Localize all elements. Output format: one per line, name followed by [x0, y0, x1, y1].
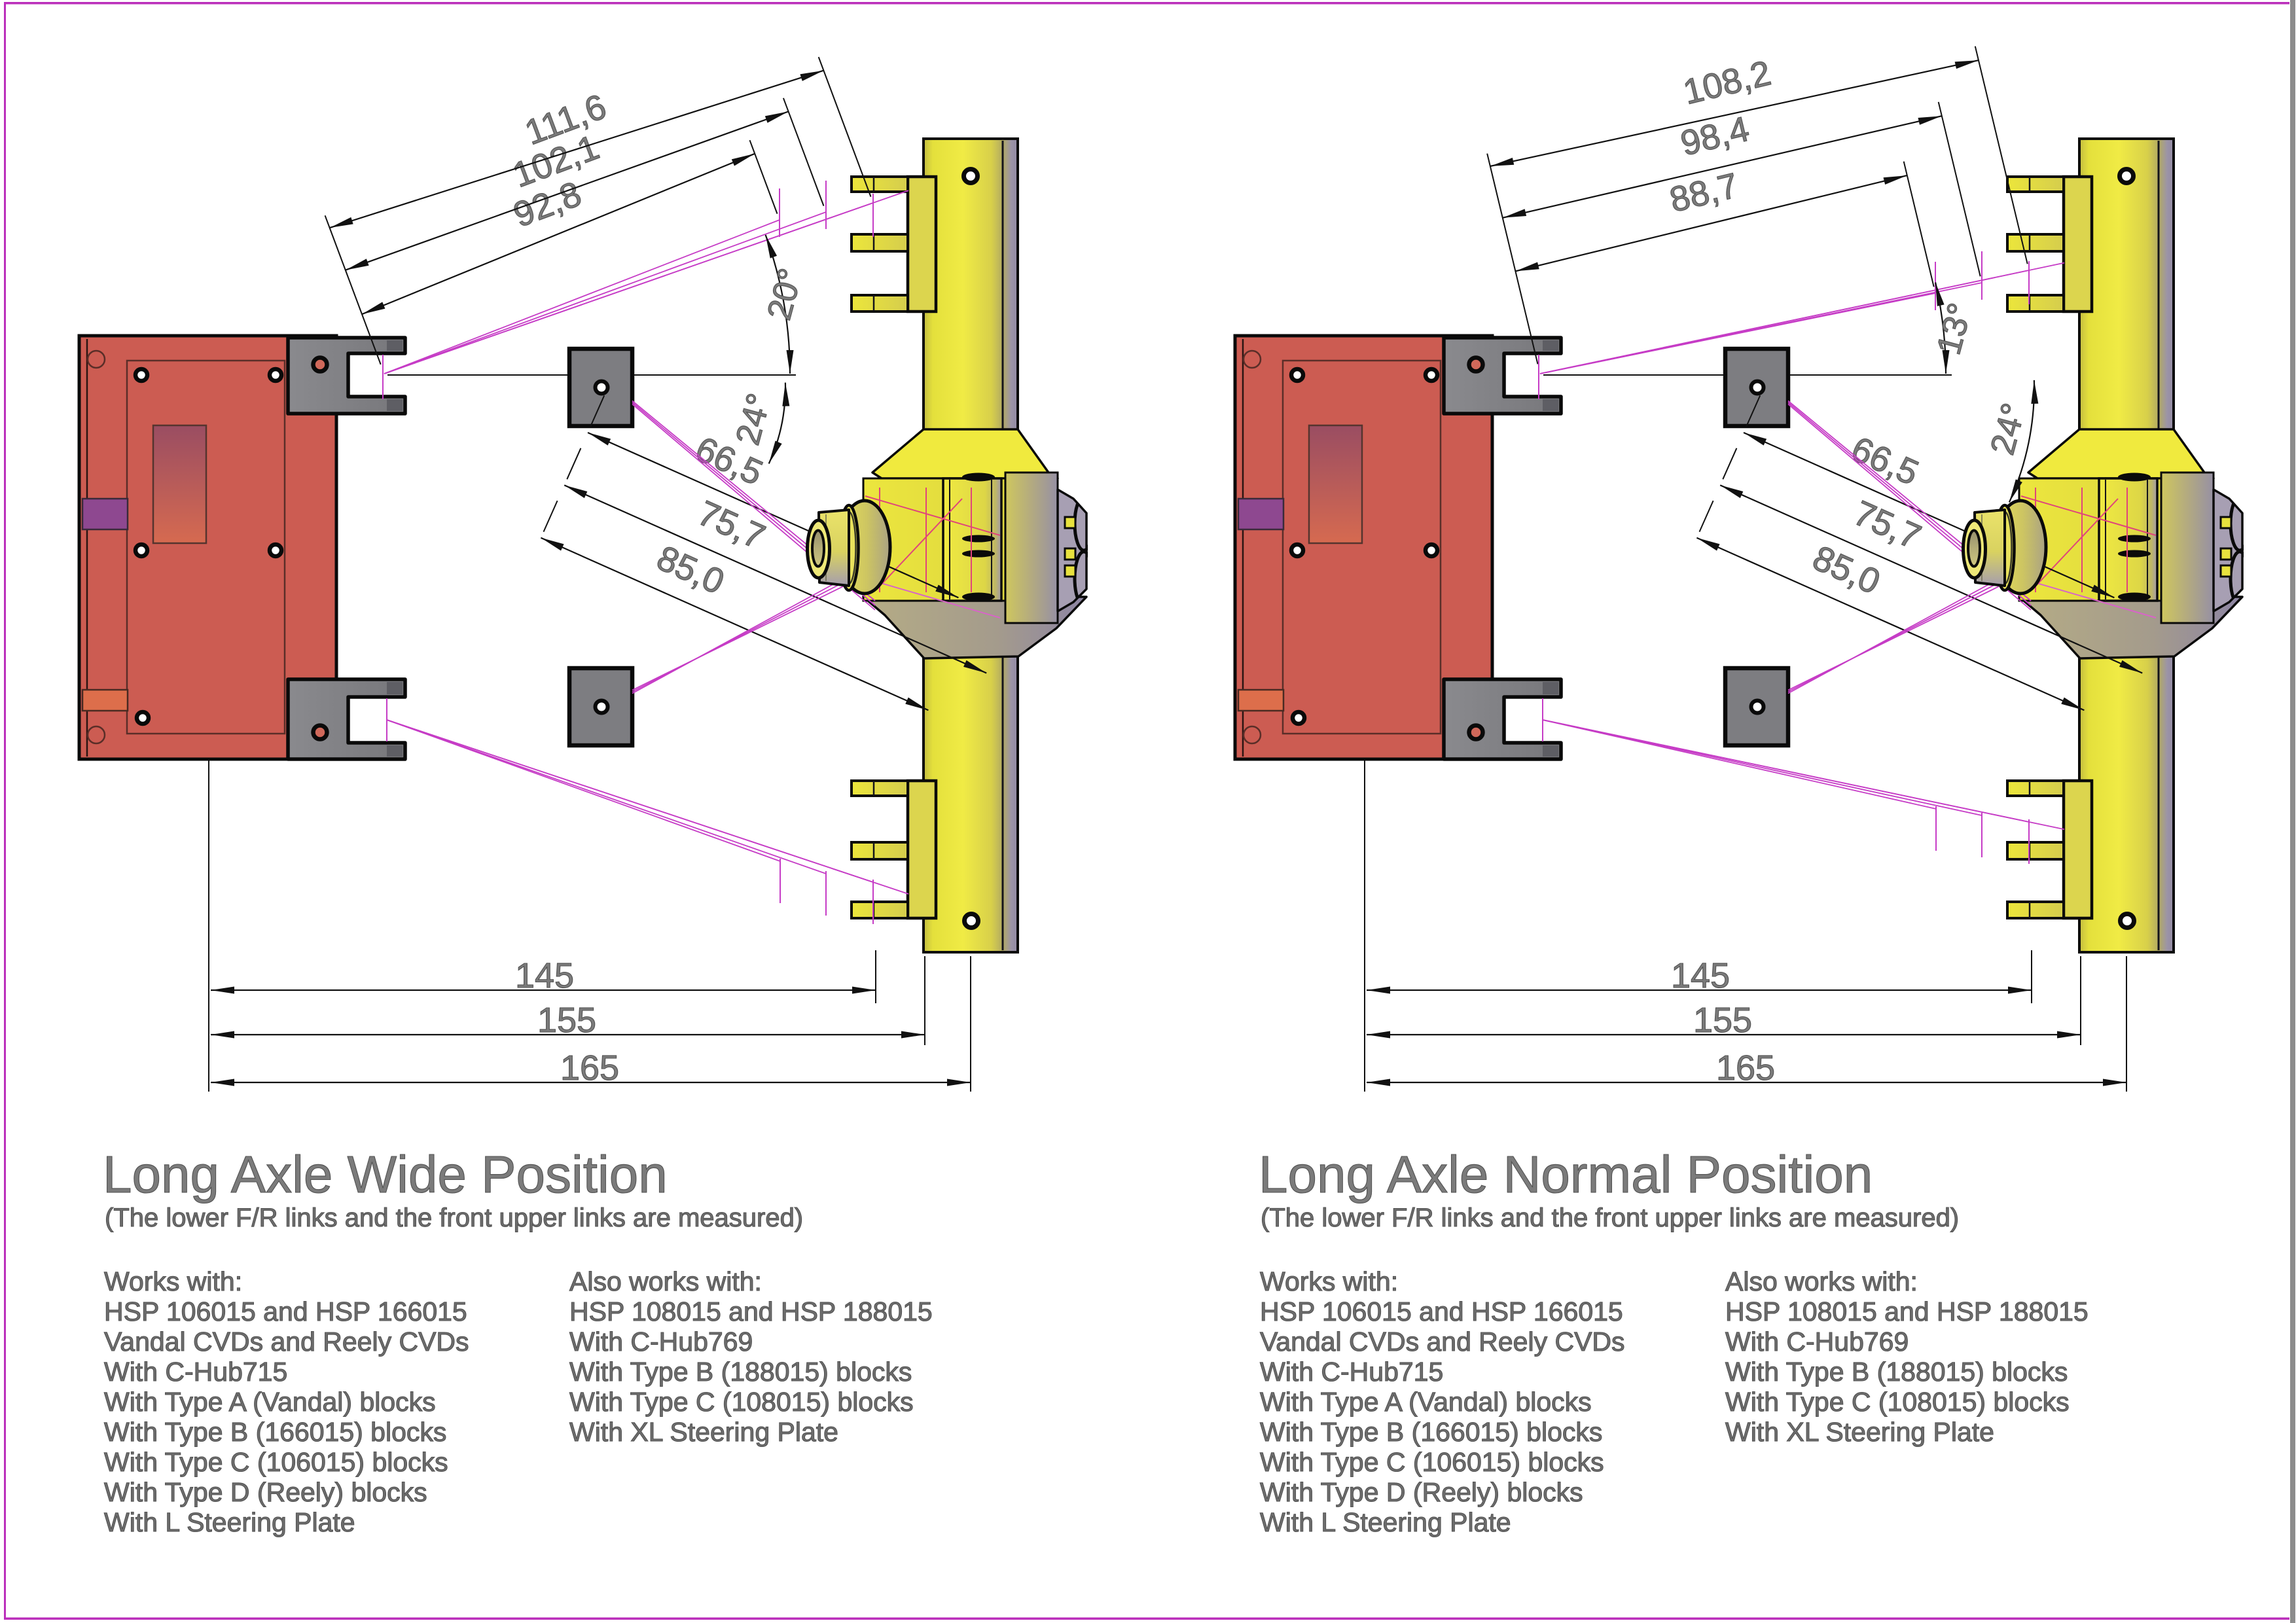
svg-text:With Type B (166015) blocks: With Type B (166015) blocks [104, 1417, 446, 1447]
svg-text:Works with:: Works with: [1260, 1266, 1398, 1296]
svg-text:165: 165 [1716, 1048, 1775, 1088]
svg-text:With Type B (188015) blocks: With Type B (188015) blocks [1725, 1357, 2068, 1387]
svg-text:Works with:: Works with: [104, 1266, 242, 1296]
svg-text:With L Steering Plate: With L Steering Plate [104, 1507, 355, 1537]
svg-text:(The lower F/R links and the f: (The lower F/R links and the front upper… [105, 1204, 803, 1232]
svg-text:165: 165 [560, 1048, 619, 1088]
svg-text:145: 145 [1671, 956, 1730, 995]
svg-text:HSP 108015 and HSP 188015: HSP 108015 and HSP 188015 [1725, 1296, 2089, 1327]
svg-text:155: 155 [537, 1001, 596, 1040]
svg-text:With Type D (Reely) blocks: With Type D (Reely) blocks [1260, 1477, 1583, 1507]
svg-text:With Type C (108015) blocks: With Type C (108015) blocks [1725, 1387, 2070, 1417]
svg-text:With Type B (188015) blocks: With Type B (188015) blocks [569, 1357, 912, 1387]
svg-text:With Type C (106015) blocks: With Type C (106015) blocks [1260, 1447, 1604, 1477]
svg-text:With Type C (106015) blocks: With Type C (106015) blocks [104, 1447, 448, 1477]
svg-text:With Type A (Vandal) blocks: With Type A (Vandal) blocks [104, 1387, 436, 1417]
svg-text:With XL Steering Plate: With XL Steering Plate [1725, 1417, 1994, 1447]
svg-text:With C-Hub769: With C-Hub769 [569, 1327, 753, 1357]
svg-text:With L Steering Plate: With L Steering Plate [1260, 1507, 1511, 1537]
svg-text:Long Axle Wide Position: Long Axle Wide Position [103, 1145, 668, 1204]
svg-text:Also works with:: Also works with: [569, 1266, 762, 1296]
svg-text:Vandal CVDs and Reely CVDs: Vandal CVDs and Reely CVDs [1260, 1327, 1625, 1357]
svg-text:Also works with:: Also works with: [1725, 1266, 1918, 1296]
svg-text:Vandal CVDs and Reely CVDs: Vandal CVDs and Reely CVDs [104, 1327, 469, 1357]
svg-text:145: 145 [515, 956, 574, 995]
svg-text:With C-Hub715: With C-Hub715 [104, 1357, 287, 1387]
svg-text:HSP 106015 and HSP 166015: HSP 106015 and HSP 166015 [104, 1296, 467, 1327]
svg-text:With Type A (Vandal) blocks: With Type A (Vandal) blocks [1260, 1387, 1592, 1417]
svg-text:With Type C (108015) blocks: With Type C (108015) blocks [569, 1387, 914, 1417]
svg-text:With Type B (166015) blocks: With Type B (166015) blocks [1260, 1417, 1602, 1447]
svg-text:(The lower F/R links and the f: (The lower F/R links and the front upper… [1261, 1204, 1959, 1232]
svg-text:With C-Hub769: With C-Hub769 [1725, 1327, 1909, 1357]
svg-text:155: 155 [1693, 1001, 1752, 1040]
svg-text:HSP 106015 and HSP 166015: HSP 106015 and HSP 166015 [1260, 1296, 1623, 1327]
svg-text:HSP 108015 and HSP 188015: HSP 108015 and HSP 188015 [569, 1296, 933, 1327]
svg-text:Long Axle Normal Position: Long Axle Normal Position [1259, 1145, 1873, 1204]
svg-text:With XL Steering Plate: With XL Steering Plate [569, 1417, 838, 1447]
svg-text:With C-Hub715: With C-Hub715 [1260, 1357, 1443, 1387]
svg-text:With Type D (Reely) blocks: With Type D (Reely) blocks [104, 1477, 427, 1507]
